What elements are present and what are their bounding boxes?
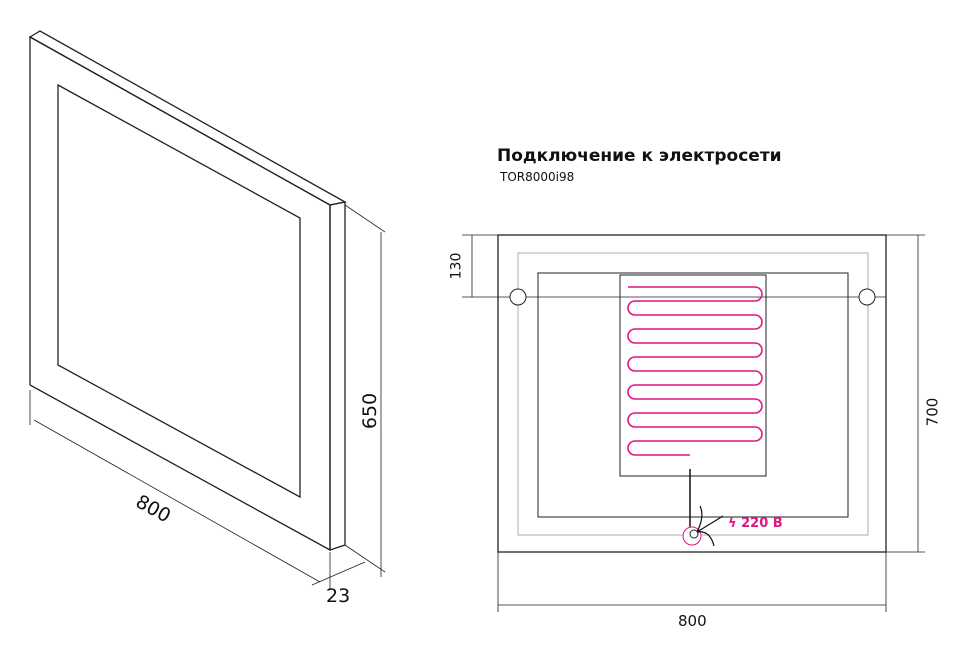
dim-label-height: 650	[359, 392, 382, 430]
panel-top-edge	[28, 30, 347, 206]
dim-label-depth: 23	[326, 585, 351, 607]
model-number: TOR8000i98	[500, 170, 575, 184]
mirror-outline	[497, 234, 887, 553]
power-outlet-icon	[682, 526, 702, 546]
cable-arrow-icon	[696, 505, 724, 547]
dim-ext	[344, 204, 386, 233]
dim-line-800	[33, 419, 321, 583]
front-view	[462, 234, 925, 612]
heater-pad	[619, 274, 767, 477]
dim-label-front-height: 700	[923, 397, 942, 427]
section-title: Подключение к электросети	[497, 146, 782, 166]
dim-ext	[344, 544, 386, 573]
lightning-icon: ϟ	[728, 516, 737, 531]
inner-frame	[537, 272, 849, 518]
panel-side-edge	[329, 201, 346, 551]
dim-line-23	[311, 561, 366, 586]
mount-hole-icon	[858, 288, 876, 306]
power-voltage: 220 В	[741, 516, 783, 531]
isometric-view	[28, 30, 386, 590]
power-label: ϟ 220 В	[728, 516, 783, 531]
panel-front-face	[29, 35, 331, 552]
mount-hole-icon	[509, 288, 527, 306]
panel-inner-area	[57, 83, 301, 499]
dim-label-front-width: 800	[678, 612, 707, 630]
dim-label-offset: 130	[448, 252, 465, 280]
heating-element	[627, 286, 763, 456]
